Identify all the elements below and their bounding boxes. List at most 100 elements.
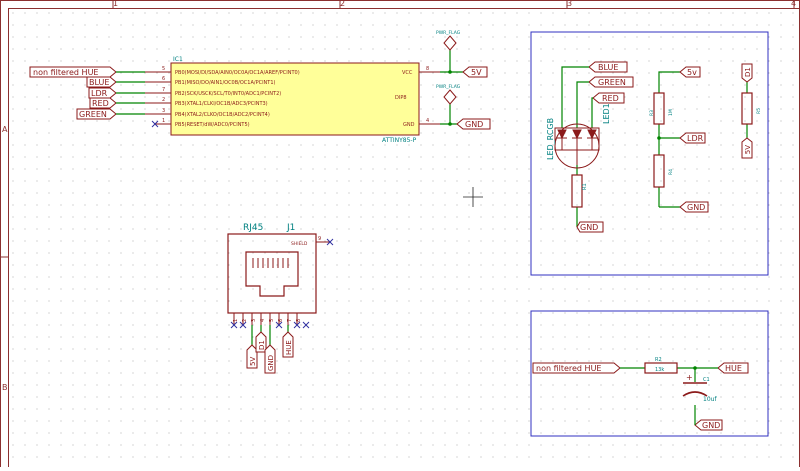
frame-column-1: 1 (113, 0, 118, 8)
junction-filter (693, 366, 697, 370)
c1-plus-icon: + (686, 373, 693, 382)
label-red-shape (89, 97, 117, 109)
rj45-hue-shape (282, 331, 294, 358)
r2-value: 13k (655, 367, 664, 373)
r4-ldr[interactable]: R4 (653, 154, 674, 188)
ic1-attiny85[interactable]: IC1 ATTINY85-P DIP8 PB0(MOSI/DI/SDA/AIN0… (145, 56, 440, 144)
filter-input-shape (532, 362, 621, 374)
ic1-pin6-name: PB1(MISO/DO/AIN1/OC0B/OC1A/PCINT1) (175, 80, 276, 86)
filter-label-input[interactable]: non filtered HUE (536, 364, 601, 373)
rj45-label-hue[interactable]: HUE (285, 340, 293, 355)
power-flag-2-label: PWR_FLAG (436, 84, 461, 90)
filter-wires (620, 367, 718, 425)
rj45-pin-3: 3 (251, 319, 257, 322)
c1-capacitor[interactable]: + C1 10uf (682, 373, 717, 403)
rj45-pin-2: 2 (242, 319, 248, 322)
led-label-blue[interactable]: BLUE (598, 63, 618, 72)
rj45-pin-6: 6 (278, 319, 284, 322)
side-label-5v[interactable]: 5V (744, 145, 752, 154)
ic1-pin8-num: 8 (426, 66, 429, 72)
rj45-pin-5: 5 (269, 319, 275, 322)
led-gnd-shape (576, 221, 604, 233)
filter-label-gnd[interactable]: GND (702, 421, 720, 430)
ic1-pin1-noconnect-icon (151, 120, 159, 128)
rj45-title: RJ45 (243, 223, 263, 233)
r3-resistor[interactable]: R3 1M (649, 92, 674, 125)
ic1-pin2-name: PB3(XTAL1/CLKI/OC1B/ADC3/PCINT3) (175, 101, 268, 107)
rj45-5v-shape (246, 344, 258, 369)
rj45-wires (251, 325, 289, 345)
led-label-red-shape (592, 92, 625, 104)
ldr-label-5v[interactable]: 5v (687, 68, 697, 77)
left-label-wires (116, 71, 145, 115)
ic1-value: ATTINY85-P (382, 137, 417, 144)
power-flag-2-icon (443, 89, 457, 105)
ic1-pin5-num: 5 (162, 66, 165, 72)
frame-row-a: A (2, 125, 8, 134)
label-green[interactable]: GREEN (79, 110, 107, 119)
led-label-gnd[interactable]: GND (580, 223, 598, 232)
label-ldr[interactable]: LDR (91, 89, 108, 98)
rj45-shield-label: SHIELD (291, 241, 308, 247)
ldr-label-shape (679, 132, 706, 144)
rj45-shield-noconnect-icon (326, 238, 334, 246)
r5-ref: R5 (756, 108, 762, 114)
ic1-package: DIP8 (395, 95, 407, 101)
j1-rj45-connector[interactable]: RJ45 J1 SHIELD 9 (227, 223, 334, 329)
side-label-d1[interactable]: D1 (744, 67, 752, 77)
r2-resistor[interactable]: R2 13k (644, 357, 678, 374)
filter-sheet-box (530, 310, 769, 437)
frame-row-b: B (2, 383, 8, 392)
led-label-green[interactable]: GREEN (598, 78, 626, 87)
label-blue[interactable]: BLUE (89, 78, 109, 87)
ldr-label-ldr[interactable]: LDR (687, 134, 704, 143)
power-flag-1-label: PWR_FLAG (436, 30, 461, 36)
led1-value: LED_RCGB (546, 118, 555, 160)
ic1-pin3-num: 3 (162, 108, 165, 114)
ic1-vcc-name: VCC (402, 70, 413, 76)
label-blue-shape (86, 76, 117, 88)
ic1-pin2-num: 2 (162, 97, 165, 103)
rj45-ref: J1 (286, 223, 295, 233)
rj45-label-d1[interactable]: D1 (258, 340, 266, 350)
r3-ref: R3 (649, 110, 655, 116)
rj45-pin-1: 1 (233, 319, 239, 322)
led-label-blue-shape (588, 61, 628, 73)
side-d1-shape (741, 63, 753, 83)
power-flag-1-icon (443, 35, 457, 51)
led1-rgb-led[interactable]: LED_RCGB LED1 (546, 103, 611, 169)
junction-vcc (448, 70, 452, 74)
r1-resistor[interactable]: R1 (571, 174, 588, 208)
ic1-pin1-name: PB5(RESET/dW/ADC0/PCINT5) (175, 122, 250, 128)
cursor-crosshair-icon (463, 187, 483, 207)
label-red[interactable]: RED (92, 99, 109, 108)
rj45-pin-7: 7 (287, 319, 293, 322)
label-non-filtered-hue[interactable]: non filtered HUE (33, 68, 98, 77)
ic1-pin4-num: 4 (426, 118, 429, 124)
side-5v-shape (741, 137, 753, 159)
frame-column-2: 2 (340, 0, 345, 8)
rj45-label-5v[interactable]: 5V (249, 357, 257, 366)
led-label-green-shape (588, 76, 634, 88)
ic-label-gnd[interactable]: GND (465, 120, 483, 129)
rj45-noconnect-icons (230, 321, 310, 329)
rj45-gnd-shape (264, 344, 276, 374)
filter-output-shape (717, 362, 749, 374)
label-5v-shape (462, 66, 488, 78)
ldr-label-gnd[interactable]: GND (687, 203, 705, 212)
rj45-d1-shape (255, 331, 267, 353)
r5-resistor[interactable]: R5 (741, 92, 762, 125)
filter-gnd-shape (694, 419, 723, 431)
ic1-pin6-num: 6 (162, 76, 165, 82)
r4-ref: R4 (668, 169, 674, 175)
led-label-red[interactable]: RED (602, 94, 619, 103)
ic1-pin5-name: PB0(MOSI/DI/SDA/AIN0/OC0A/OC1A/AREF/PCIN… (175, 70, 300, 76)
rj45-pin-4: 4 (260, 319, 266, 322)
ic-label-5v[interactable]: 5V (471, 68, 482, 77)
led-ldr-sheet-box (530, 31, 769, 276)
rj45-label-gnd[interactable]: GND (267, 355, 275, 371)
filter-label-output[interactable]: HUE (725, 364, 742, 373)
ic1-pin7-name: PB2(SCK/USCK/SCL/T0/INT0/ADC1/PCINT2) (175, 91, 281, 97)
label-green-shape (76, 108, 117, 120)
